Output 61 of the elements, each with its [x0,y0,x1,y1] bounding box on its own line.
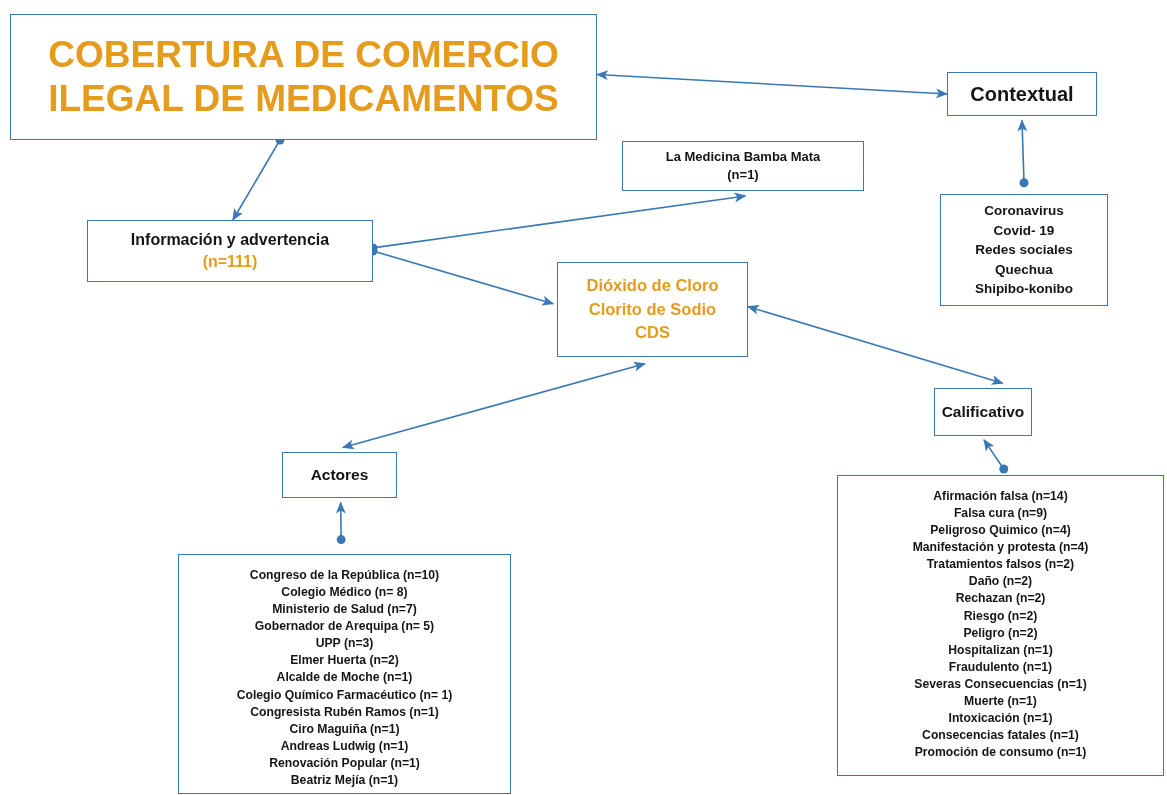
box-text: Contextual [970,82,1074,106]
arrow [596,70,948,99]
arrow [335,501,346,545]
box-text: Alcalde de Moche (n=1) [276,669,413,687]
box-text: Elmer Huerta (n=2) [290,652,399,670]
box-text: Rechazan (n=2) [955,590,1046,608]
text-box [837,475,1164,776]
text-box [87,220,373,282]
box-text: La Medicina Bamba Mata [665,148,821,166]
text-box [940,194,1108,306]
box-text: Colegio Médico (n= 8) [281,584,408,602]
box-text: Ciro Maguiña (n=1) [289,720,400,738]
box-text: (n=1) [727,166,759,184]
text-box [622,141,864,191]
box-text: Dióxido de Cloro [586,274,719,296]
box-text: Shipibo-konibo [974,280,1074,299]
text-box [947,72,1097,116]
box-text: Actores [310,465,369,485]
text-box [557,262,748,357]
box-text: Ministerio de Salud (n=7) [272,601,417,619]
arrow [342,361,646,450]
box-text: Promoción de consumo (n=1) [914,744,1087,762]
box-text: Severas Consecuencias (n=1) [914,675,1087,693]
box-text: Clorito de Sodio [588,298,717,320]
box-text: Congreso de la República (n=10) [249,567,440,584]
box-text: Manifestación y protesta (n=4) [912,539,1089,557]
box-text: Afirmación falsa (n=14) [933,488,1068,505]
text-box [178,554,511,794]
text-box [934,388,1032,436]
box-text: Peligro (n=2) [963,624,1038,642]
box-text: Fraudulento (n=1) [948,658,1053,676]
box-text: CDS [635,322,670,344]
box-text: Peligroso Quimico (n=4) [930,522,1071,540]
box-text: Consecencias fatales (n=1) [922,727,1079,745]
box-text: Muerte (n=1) [964,692,1037,710]
arrow [747,305,1004,385]
box-text: (n=111) [202,252,258,272]
box-text: Hospitalizan (n=1) [948,641,1053,659]
box-text: Coronavirus [984,202,1064,221]
box-text: Calificativo [941,402,1025,422]
box-text: COBERTURA DE COMERCIO ILEGAL DE MEDICAMENTOS [47,32,560,121]
box-text: Quechua [995,260,1053,279]
box-text: Colegio Químico Farmacéutico (n= 1) [236,686,453,704]
box-text: Falsa cura (n=9) [953,505,1048,523]
box-text: Daño (n=2) [968,573,1033,591]
arrow [983,439,1009,474]
box-text: Gobernador de Arequipa (n= 5) [254,618,435,636]
box-text: Renovación Popular (n=1) [269,754,420,772]
text-box [282,452,397,498]
box-text: Andreas Ludwig (n=1) [280,737,409,755]
box-text: Información y advertencia [130,230,330,251]
box-text: Intoxicación (n=1) [948,710,1053,727]
box-text: Tratamientos falsos (n=2) [926,556,1075,574]
box-text: UPP (n=3) [315,635,374,653]
box-text: Covid- 19 [993,221,1055,240]
box-text: Congresista Rubén Ramos (n=1) [250,703,439,721]
text-box [10,14,597,140]
box-text: Beatriz Mejía (n=1) [290,771,399,789]
box-text: Redes sociales [975,241,1073,260]
box-text: Riesgo (n=2) [963,607,1038,625]
arrow [1017,119,1029,188]
